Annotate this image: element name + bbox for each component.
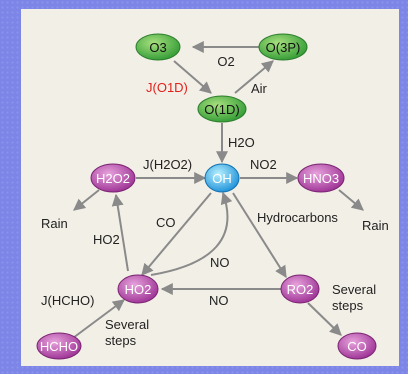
node-o1d-label: O(1D) [204, 102, 239, 117]
node-ro2: RO2 [280, 274, 320, 304]
node-ho2: HO2 [117, 274, 159, 304]
diagram-panel: O3 O(3P) O(1D) OH H2O2 HNO3 HO2 RO2 HCHO… [21, 9, 399, 366]
node-hno3-label: HNO3 [303, 171, 339, 186]
node-ro2-label: RO2 [287, 282, 314, 297]
arrow-ho2-to-oh-curve [150, 191, 233, 276]
label-j-o1d: J(O1D) [146, 80, 188, 95]
label-hydrocarbons: Hydrocarbons [257, 210, 338, 225]
label-co: CO [156, 215, 176, 230]
label-several-steps-left-2: steps [105, 333, 137, 348]
node-o3: O3 [135, 33, 181, 61]
label-h2o: H2O [228, 135, 255, 150]
node-h2o2: H2O2 [90, 163, 136, 193]
label-no2: NO2 [250, 157, 277, 172]
label-j-h2o2: J(H2O2) [143, 157, 192, 172]
label-air: Air [251, 81, 268, 96]
label-rain-left: Rain [41, 216, 68, 231]
node-hcho-label: HCHO [40, 339, 78, 354]
label-ho2: HO2 [93, 232, 120, 247]
arrow-o1d-to-o3p [234, 60, 274, 94]
node-ho2-label: HO2 [125, 282, 152, 297]
label-no-bottom: NO [209, 293, 229, 308]
label-several-steps-left-1: Several [105, 317, 149, 332]
node-o3p: O(3P) [258, 33, 308, 61]
label-several-steps-right-1: Several [332, 282, 376, 297]
node-co-label: CO [347, 339, 367, 354]
label-rain-right: Rain [362, 218, 389, 233]
arrow-h2o2-to-rain [73, 189, 100, 211]
label-several-steps-right-2: steps [332, 298, 364, 313]
arrow-ro2-to-co [307, 302, 342, 336]
node-oh: OH [204, 163, 240, 193]
chemistry-cycle-diagram: O3 O(3P) O(1D) OH H2O2 HNO3 HO2 RO2 HCHO… [36, 33, 389, 360]
arrow-hcho-to-ho2 [72, 299, 125, 339]
arrow-ho2-to-h2o2 [111, 193, 129, 272]
arrow-oh-to-ho2 [141, 192, 212, 276]
node-o1d: O(1D) [197, 95, 247, 123]
node-oh-label: OH [212, 171, 232, 186]
node-co: CO [337, 332, 377, 360]
arrow-oh-to-ro2 [232, 192, 287, 279]
arrow-hno3-to-rain [338, 189, 364, 211]
node-hcho: HCHO [36, 332, 82, 360]
node-hno3: HNO3 [297, 163, 345, 193]
node-o3p-label: O(3P) [266, 40, 301, 55]
arrow-o3-to-o1d [173, 60, 212, 94]
label-no-curve: NO [210, 255, 230, 270]
node-o3-label: O3 [149, 40, 166, 55]
node-h2o2-label: H2O2 [96, 171, 130, 186]
label-j-hcho: J(HCHO) [41, 293, 94, 308]
label-o2: O2 [217, 54, 234, 69]
